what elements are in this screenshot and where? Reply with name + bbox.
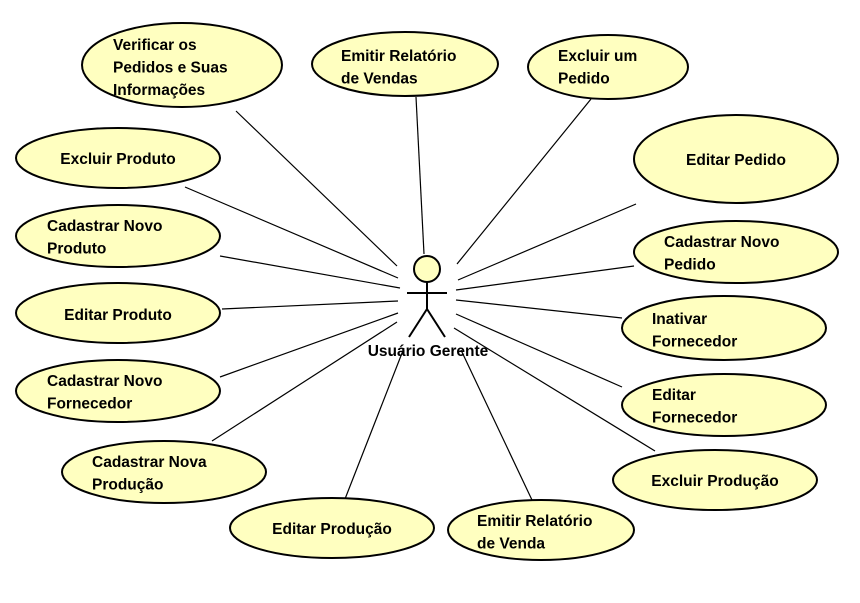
use-case-label: Pedido — [558, 71, 610, 88]
use-case-label: Editar Pedido — [686, 152, 786, 169]
associations — [184, 96, 656, 501]
use-case-label: Excluir Produção — [651, 473, 778, 490]
association-line-inativar-fornecedor — [455, 299, 623, 319]
use-case-ellipse — [229, 497, 435, 559]
use-case-ellipse — [61, 440, 267, 504]
use-case-label: Editar — [652, 387, 696, 404]
use-case-label: Pedidos e Suas — [113, 60, 228, 77]
use-case-label: Pedido — [664, 257, 716, 274]
association-line-editar-produto — [221, 300, 399, 310]
use-case-ellipse — [15, 282, 221, 344]
association-line-excluir-pedido — [456, 98, 592, 265]
use-case-label: Verificar os — [113, 37, 197, 54]
use-case-ellipse — [15, 127, 221, 189]
use-case-label: Produto — [47, 241, 106, 258]
association-line-emitir-relatorio-vendas — [415, 96, 425, 255]
use-case-ellipse — [15, 204, 221, 268]
use-case-label: Editar Produção — [272, 521, 392, 538]
association-line-cadastrar-novo-fornecedor — [219, 312, 399, 378]
use-case-label: Inativar — [652, 311, 707, 328]
use-case-label: Cadastrar Novo — [664, 234, 779, 251]
association-line-cadastrar-novo-produto — [219, 255, 401, 289]
association-line-editar-producao — [344, 347, 405, 500]
association-line-cadastrar-novo-pedido — [455, 265, 635, 291]
use-case-label: Excluir Produto — [60, 151, 175, 168]
association-line-editar-pedido — [457, 203, 637, 281]
use-case-label: Fornecedor — [47, 396, 132, 413]
use-case-label: Emitir Relatório — [341, 48, 456, 65]
use-case-label: de Vendas — [341, 71, 418, 88]
association-line-excluir-produto — [184, 186, 399, 279]
use-case-label: de Venda — [477, 536, 545, 553]
use-case-excluir-pedido: Excluir um Pedido — [527, 34, 689, 100]
use-case-ellipse — [15, 359, 221, 423]
actor-name: Usuário Gerente — [368, 343, 489, 360]
use-case-ellipse — [311, 31, 499, 97]
use-case-ellipse — [81, 22, 283, 108]
use-case-ellipse — [621, 373, 827, 437]
association-line-editar-fornecedor — [455, 313, 623, 388]
use-case-label: Emitir Relatório — [477, 513, 592, 530]
use-case-emitir-relatorio-venda: Emitir Relatório de Venda — [447, 499, 635, 561]
use-case-editar-producao: Editar Produção — [229, 497, 435, 559]
use-case-label: Informações — [113, 82, 205, 99]
use-case-label: Cadastrar Nova — [92, 454, 207, 471]
actor: Usuário Gerente — [368, 255, 489, 360]
use-case-editar-pedido: Editar Pedido — [633, 114, 839, 204]
use-case-label: Cadastrar Novo — [47, 373, 162, 390]
association-line-verificar-pedidos — [235, 110, 398, 267]
use-case-excluir-produto: Excluir Produto — [15, 127, 221, 189]
use-case-ellipse — [612, 449, 818, 511]
use-case-label: Produção — [92, 477, 163, 494]
association-line-cadastrar-nova-producao — [211, 321, 398, 442]
use-case-ellipse — [633, 114, 839, 204]
use-case-excluir-producao: Excluir Produção — [612, 449, 818, 511]
use-case-emitir-relatorio-vendas: Emitir Relatório de Vendas — [311, 31, 499, 97]
use-case-label: Cadastrar Novo — [47, 218, 162, 235]
use-case-label: Editar Produto — [64, 307, 172, 324]
use-case-label: Fornecedor — [652, 334, 737, 351]
use-case-ellipse — [447, 499, 635, 561]
association-line-emitir-relatorio-venda — [460, 349, 533, 501]
stick-figure-icon — [407, 255, 447, 338]
use-case-ellipse — [527, 34, 689, 100]
use-case-label: Fornecedor — [652, 410, 737, 427]
use-case-editar-produto: Editar Produto — [15, 282, 221, 344]
use-case-ellipse — [621, 295, 827, 361]
use-case-label: Excluir um — [558, 48, 637, 65]
use-case-ellipse — [633, 220, 839, 284]
association-line-excluir-producao — [453, 327, 656, 452]
